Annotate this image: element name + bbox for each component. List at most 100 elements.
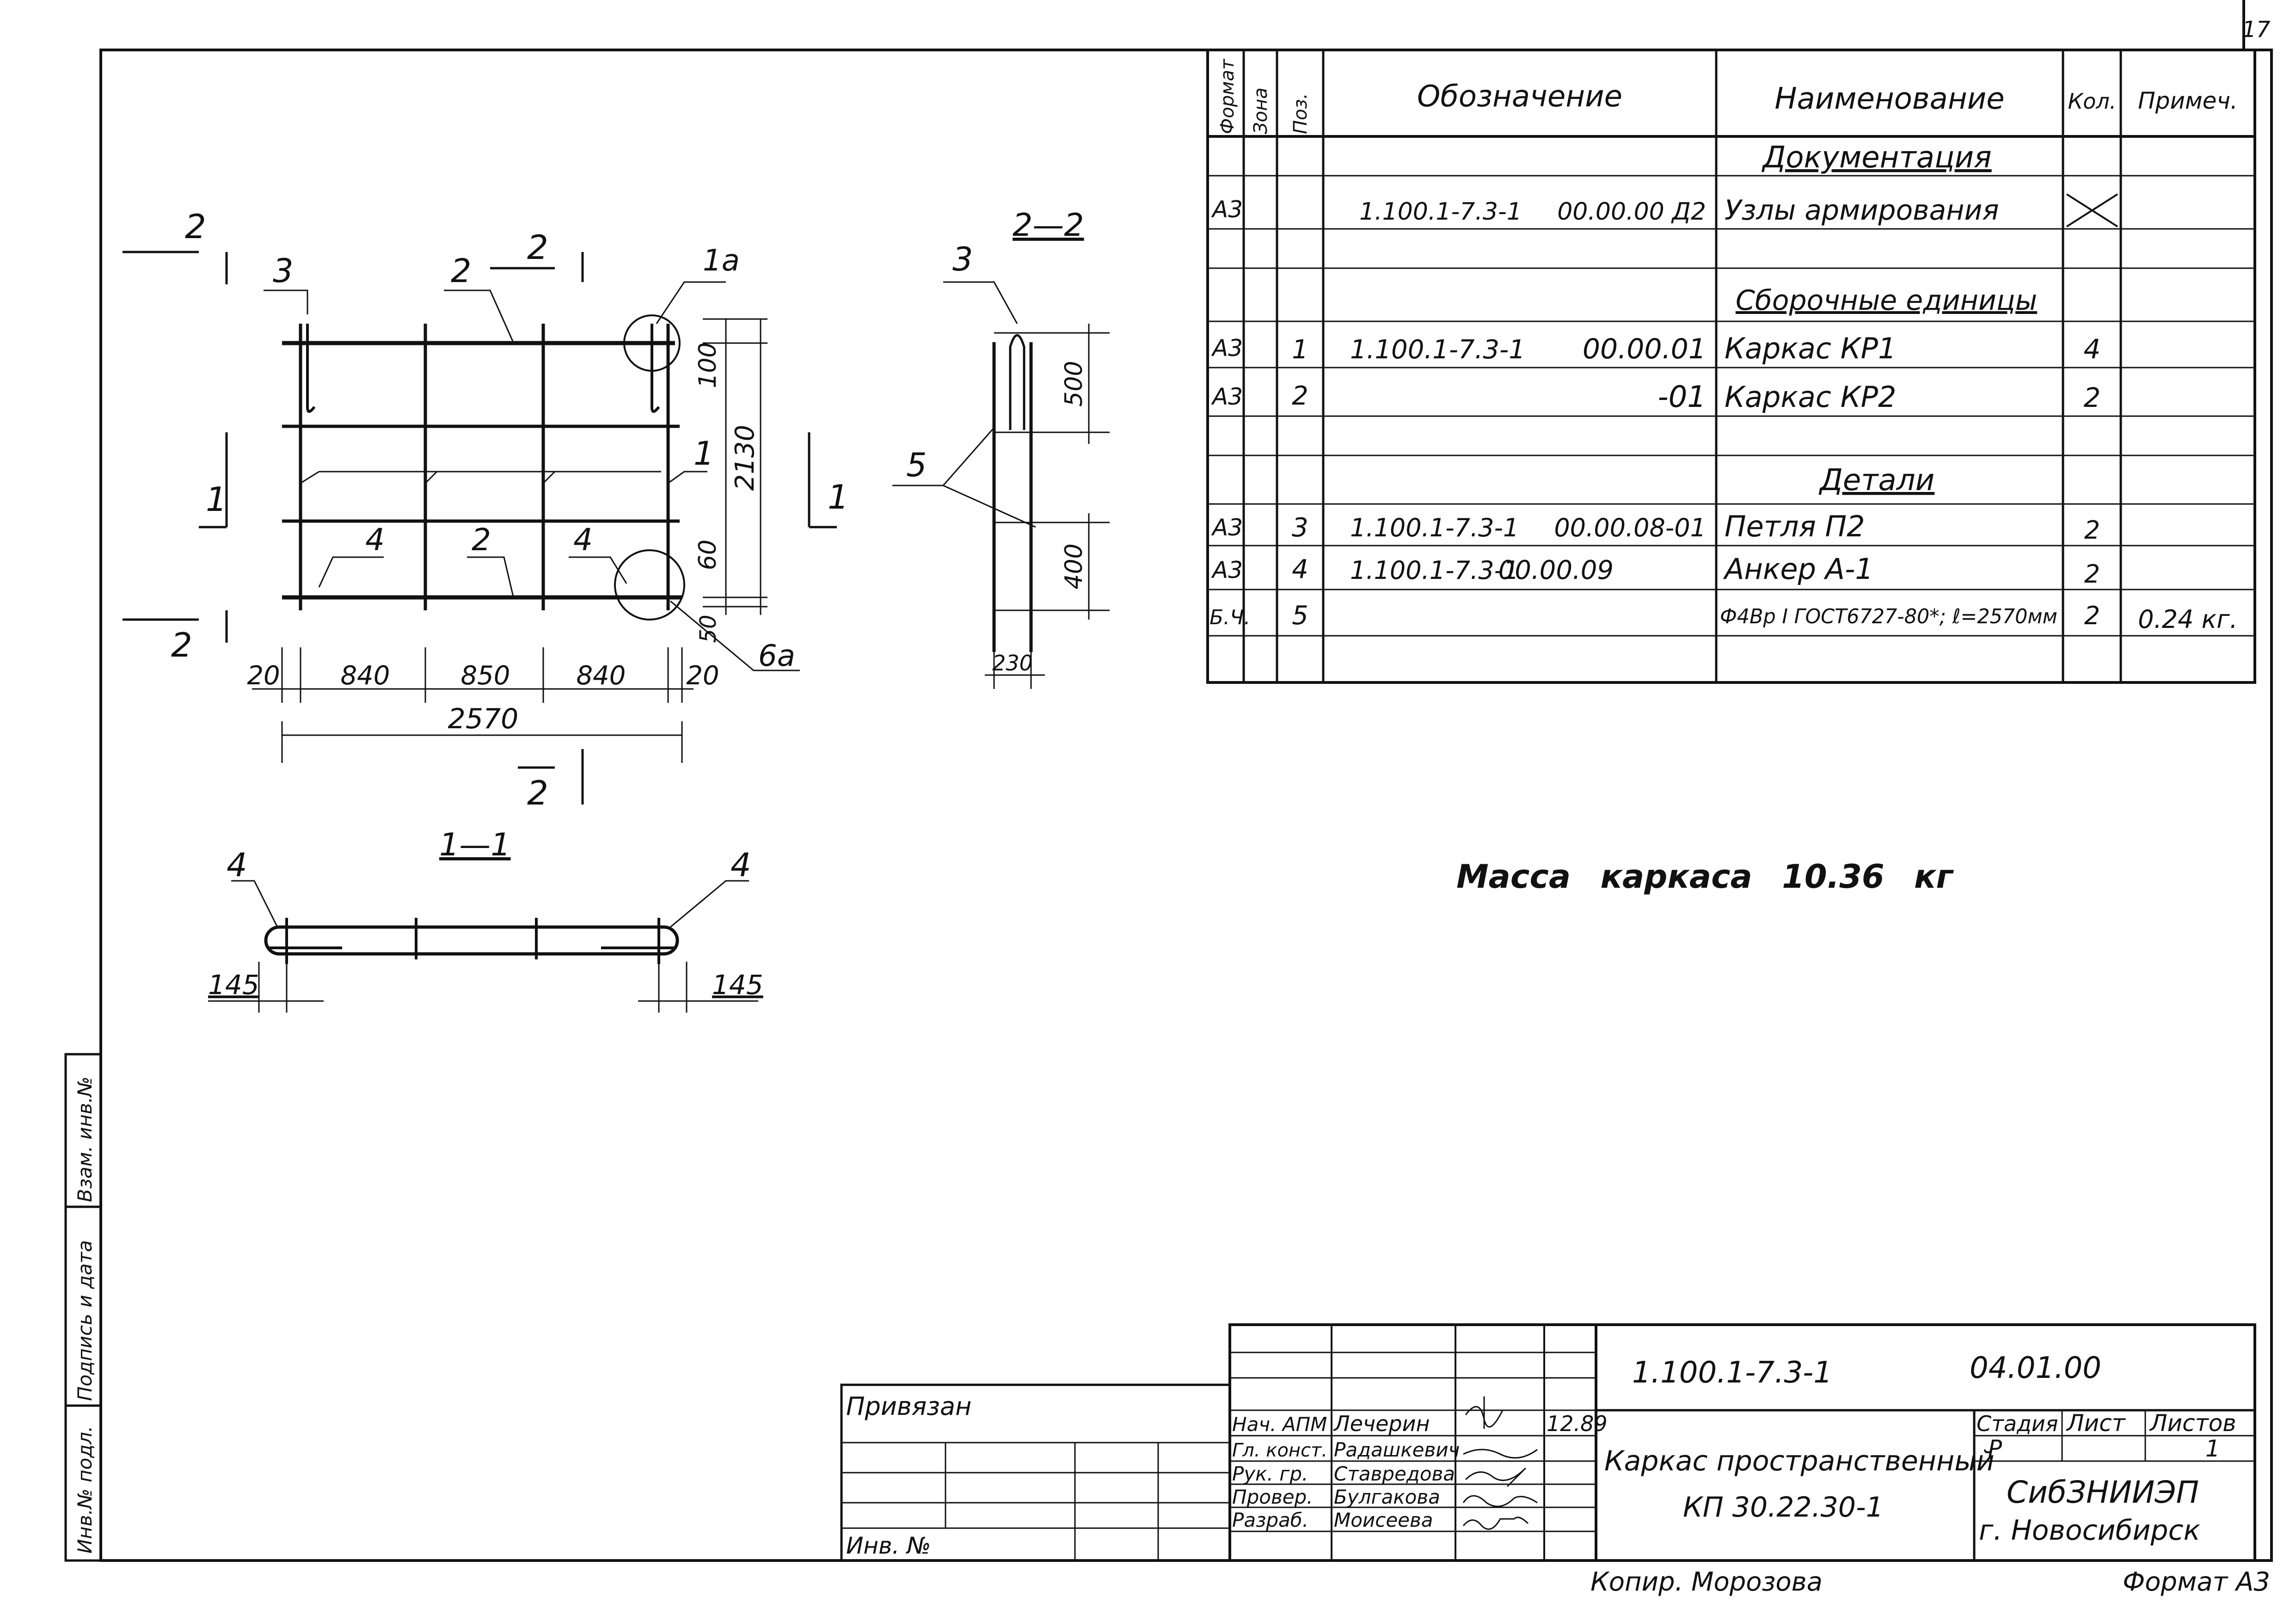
spec-row-designation-b: 00.00.09 [1498, 555, 1614, 585]
spec-row-name: Петля П2 [1725, 510, 1865, 543]
dimension-text: 50 [695, 614, 721, 643]
spec-row-pos: 2 [1292, 381, 1308, 411]
dimension-text: 850 [461, 661, 510, 691]
pos-label: 5 [906, 446, 927, 484]
spec-row-note: 0.24 кг. [2138, 605, 2238, 634]
pos-label: 3 [952, 240, 973, 278]
stage-label: Стадия [1977, 1411, 2058, 1436]
spec-row-designation-b: 00.00.08-01 [1554, 513, 1706, 542]
section-mark: 1 [206, 480, 227, 519]
spec-row-qty: 2 [2084, 559, 2100, 589]
pos-label: 4 [365, 522, 385, 558]
pos-label: 4 [731, 846, 751, 884]
front-view [123, 251, 837, 805]
dimension-text: 500 [1060, 361, 1088, 406]
org-city: г. Новосибирск [1979, 1514, 2200, 1547]
spec-row-pos: 1 [1292, 335, 1308, 365]
front-view-labels: 3 2 1а 1 4 2 4 6а 2 2 1 1 2 2 20 840 850… [171, 207, 849, 812]
approval-date: 12.89 [1547, 1411, 1608, 1436]
spec-header-designation: Обозначение [1417, 80, 1622, 114]
spec-header-pos: Поз. [1290, 93, 1311, 134]
role-label: Разраб. [1232, 1509, 1308, 1531]
left-strip [64, 1053, 102, 1562]
pos-label: 3 [273, 252, 294, 290]
section-mark: 2 [527, 774, 548, 812]
doc-code: 1.100.1-7.3-1 [1632, 1356, 1832, 1390]
spec-section-details: Детали [1818, 463, 1934, 498]
sheet-frame [99, 0, 2273, 1562]
spec-header-format: Формат [1217, 58, 1238, 134]
spec-row-designation-b: 00.00.01 [1583, 333, 1706, 365]
spec-row-format: А3 [1211, 557, 1243, 584]
section-11-view [208, 880, 758, 1013]
dimension-text: 20 [686, 661, 719, 691]
signature-scribbles [1462, 1396, 1538, 1530]
sheets-label: Листов [2149, 1410, 2236, 1437]
privyazan-label: Привязан [846, 1392, 971, 1421]
spec-header-qty: Кол. [2068, 89, 2117, 114]
spec-row-format: А3 [1211, 335, 1243, 362]
sheet-label: Лист [2066, 1410, 2126, 1437]
spec-row-designation-a: 1.100.1-7.3-1 [1350, 335, 1525, 365]
spec-header-name: Наименование [1774, 82, 2004, 116]
dimension-total: 2570 [448, 703, 519, 735]
section-22-labels: 2—2 3 5 500 400 230 [906, 207, 1088, 676]
role-label: Рук. гр. [1232, 1462, 1308, 1485]
dimension-text: 840 [577, 661, 626, 691]
section-mark: 2 [527, 228, 548, 267]
pos-label: 1а [703, 244, 740, 278]
left-strip-sign: Подпись и дата [74, 1240, 96, 1401]
spec-row-designation-b: 00.00.00 Д2 [1557, 198, 1706, 226]
section-mark: 1 [828, 478, 849, 516]
spec-row-designation-a: 1.100.1-7.3-1 [1359, 198, 1522, 226]
spec-header-zone: Зона [1250, 87, 1271, 134]
pos-label: 4 [573, 522, 593, 558]
person-name: Радашкевич [1334, 1438, 1460, 1461]
section-title: 2—2 [1013, 207, 1084, 244]
spec-section-documentation: Документация [1761, 141, 1991, 175]
spec-row-pos: 3 [1292, 513, 1308, 543]
spec-header-note: Примеч. [2138, 87, 2238, 114]
spec-row-qty: 2 [2084, 382, 2101, 413]
role-label: Провер. [1232, 1486, 1313, 1508]
dimension-text: 145 [208, 969, 259, 1001]
spec-row-format: Б.Ч. [1209, 606, 1250, 629]
title-block-grid [840, 1323, 2256, 1562]
paper-format: Формат А3 [2123, 1567, 2270, 1597]
dimension-text: 400 [1060, 543, 1088, 589]
doc-sheet-code: 04.01.00 [1970, 1351, 2101, 1385]
spec-table-grid [1206, 49, 2256, 684]
sheets-value: 1 [2205, 1435, 2220, 1462]
pos-label: 6а [758, 639, 795, 673]
dimension-text: 840 [341, 661, 390, 691]
mass-note: Масса каркаса 10.36 кг [1456, 858, 1954, 896]
pos-label: 4 [227, 846, 247, 884]
copied-by: Копир. Морозова [1590, 1567, 1823, 1597]
person-name: Моисеева [1334, 1509, 1433, 1531]
section-11-labels: 1—1 4 4 145 145 [208, 827, 763, 1001]
dimension-text: 20 [247, 661, 280, 691]
pos-label: 1 [694, 435, 714, 473]
person-name: Ставредова [1334, 1462, 1455, 1485]
stage-value: Р [1988, 1435, 2002, 1462]
spec-row-designation-a: 1.100.1-7.3-1 [1350, 556, 1519, 585]
pos-label: 2 [451, 252, 472, 290]
pos-label: 2 [472, 522, 491, 558]
org-name: СибЗНИИЭП [2007, 1475, 2199, 1510]
dimension-text: 230 [992, 651, 1033, 676]
spec-row-name: Каркас КР2 [1725, 380, 1896, 414]
spec-row-format: А3 [1211, 196, 1243, 223]
left-strip-inv: Инв.№ подл. [74, 1426, 96, 1554]
person-name: Булгакова [1334, 1486, 1440, 1508]
dimension-text: 145 [712, 969, 763, 1001]
spec-row-name: Каркас КР1 [1725, 332, 1896, 365]
spec-section-assembly: Сборочные единицы [1736, 284, 2037, 317]
role-label: Гл. конст. [1232, 1440, 1327, 1461]
spec-row-format: А3 [1211, 383, 1243, 410]
object-name: Каркас пространственный [1604, 1445, 1995, 1477]
spec-row-designation-a: 1.100.1-7.3-1 [1350, 513, 1519, 542]
left-strip-vzam: Взам. инв.№ [74, 1076, 96, 1202]
inv-no-label: Инв. № [846, 1532, 931, 1559]
spec-row-designation-b: -01 [1658, 380, 1706, 414]
section-mark: 2 [185, 207, 206, 246]
